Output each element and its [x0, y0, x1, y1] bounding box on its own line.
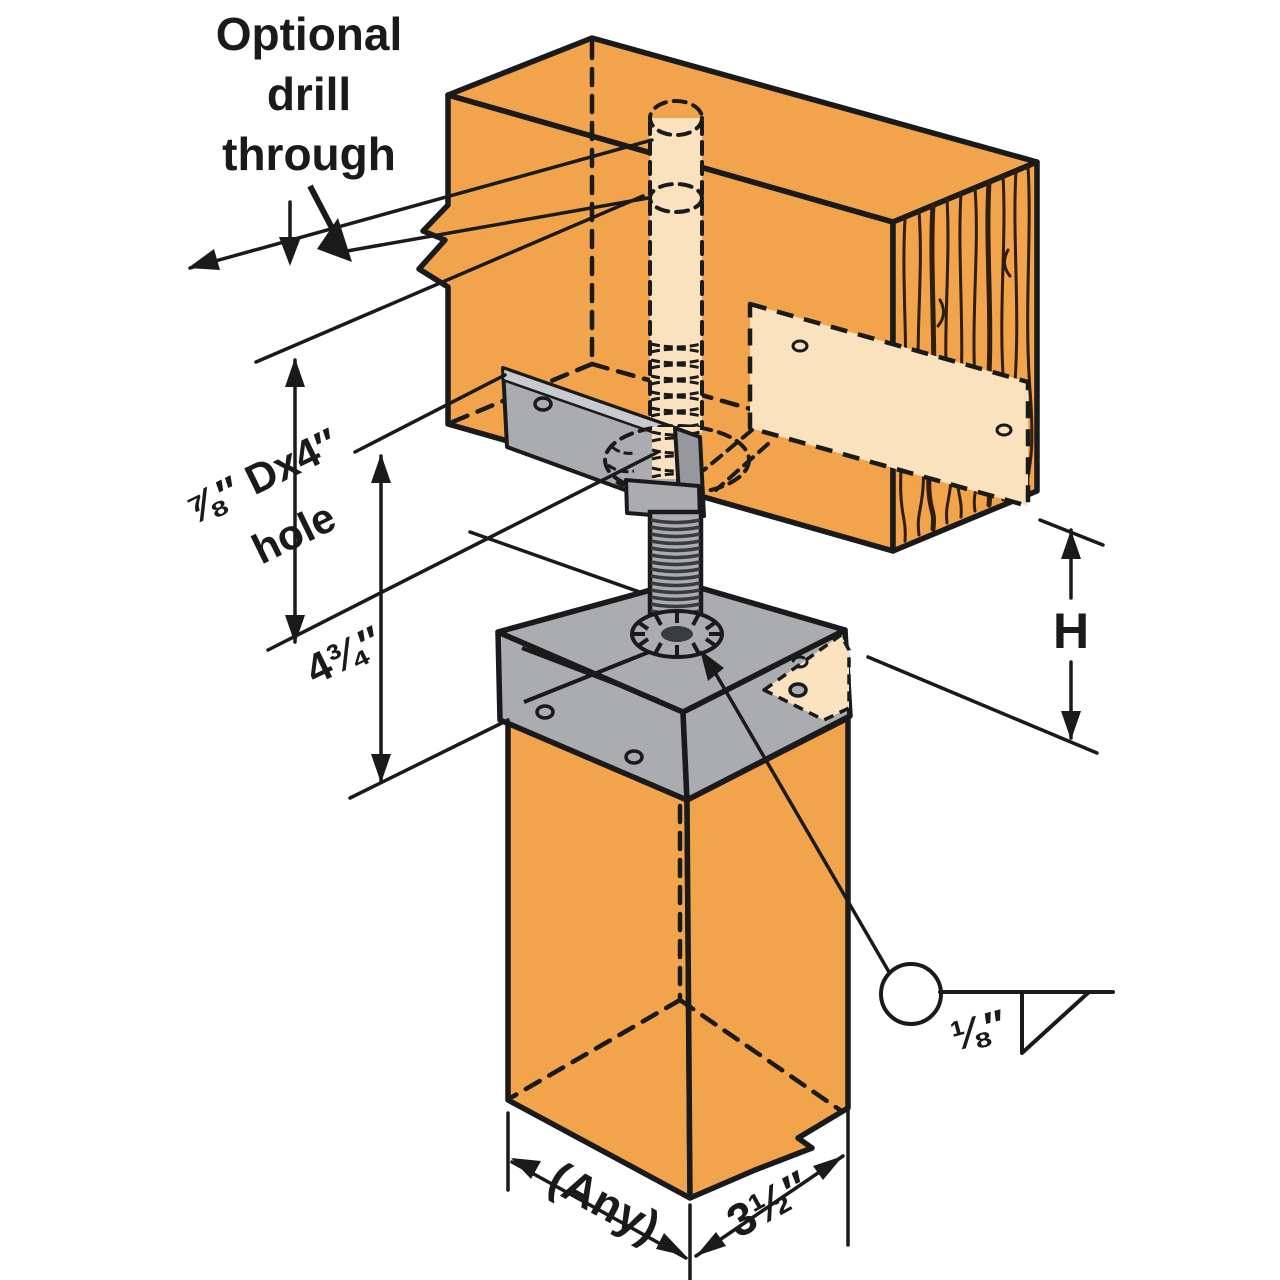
post-left-face [505, 719, 693, 1201]
fillet-weld-icon [1020, 990, 1091, 1055]
h-dim-label: H [1053, 603, 1089, 659]
cap-emboss-x [521, 646, 660, 704]
threaded-rod [647, 509, 704, 625]
height-extension-line [468, 530, 1099, 755]
adjusting-nut [630, 609, 724, 659]
plate-screw-hole [533, 396, 553, 412]
h-dimension: H [1038, 518, 1105, 740]
drill-through-hole-top [648, 99, 704, 137]
weld-symbol: ⅛″ [700, 650, 1115, 1060]
note-line-2: drill [267, 68, 351, 120]
post-hidden-edges [509, 803, 843, 1113]
cap-hidden-hole [791, 655, 809, 669]
bracket-hidden-plate [702, 301, 1031, 509]
leader-to-rod-top [345, 196, 650, 253]
post-right-face [684, 715, 851, 1201]
rod-top-end [648, 182, 704, 214]
weld-all-around-icon [879, 962, 943, 1026]
down-arrow-icon [279, 237, 301, 266]
note-line-3: through [222, 128, 396, 180]
leader-to-top-hole [188, 138, 654, 270]
pointer-arrow-icon [317, 218, 352, 262]
weld-size-label: ⅛″ [946, 1000, 1011, 1060]
cap-screw-hole [535, 704, 555, 720]
optional-drill-note: Optional drill through [188, 8, 654, 270]
cap-screw-hole [788, 682, 808, 698]
note-line-1: Optional [216, 8, 403, 60]
cap-flange-notch [762, 633, 851, 722]
cap-screw-hole [624, 749, 644, 765]
